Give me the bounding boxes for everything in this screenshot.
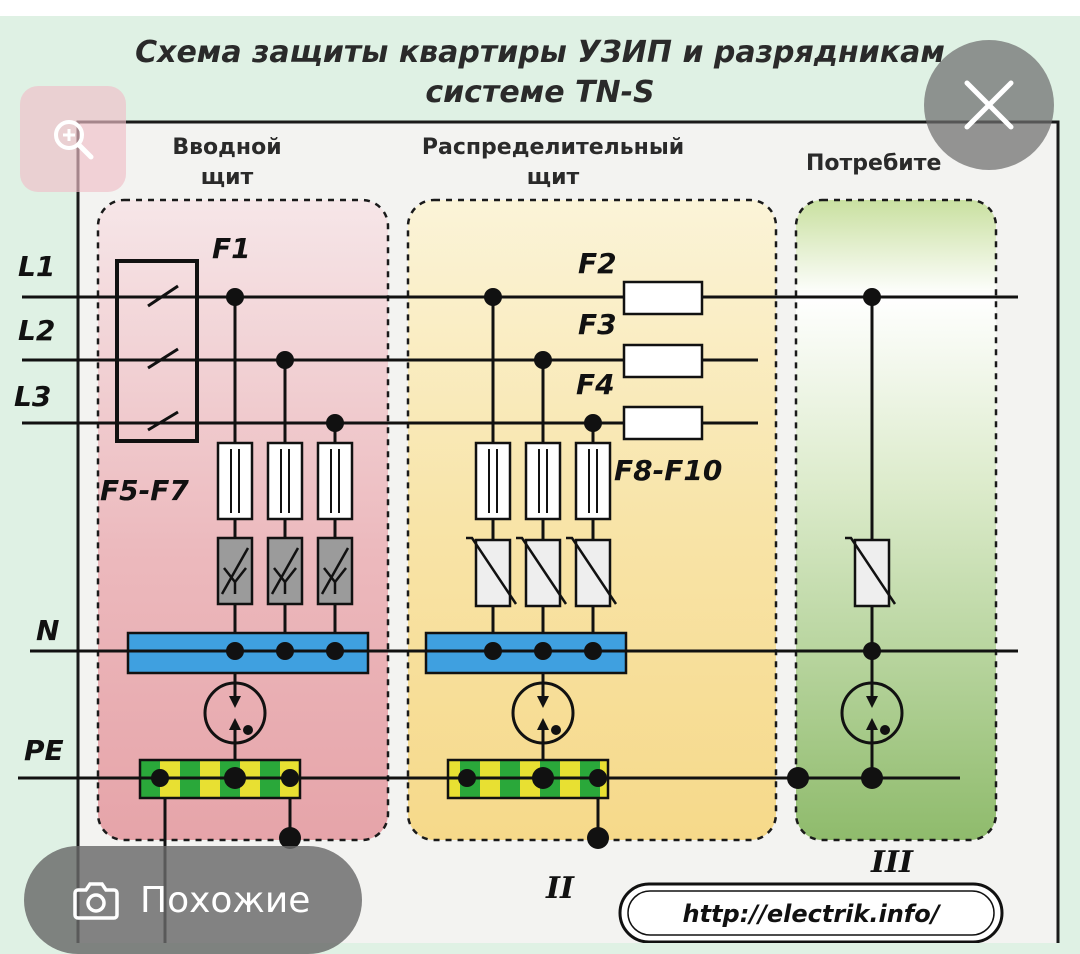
distribution-board-title-2: щит: [527, 165, 580, 190]
label-l3: L3: [14, 380, 51, 413]
url-badge: [618, 882, 1004, 943]
label-l1: L1: [18, 250, 55, 283]
label-l2: L2: [18, 314, 55, 347]
camera-search-icon: [73, 882, 119, 920]
label-f4: F4: [576, 368, 615, 401]
fuses-f2-f4: [622, 280, 704, 441]
arrester-group-f5-f7: [216, 536, 354, 606]
title-line-1: Схема защиты квартиры УЗИП и разрядникам: [135, 35, 945, 70]
zoom-button[interactable]: [20, 86, 126, 192]
zone-consumer: [794, 198, 998, 842]
distribution-board-title-1: Распределительный: [422, 135, 684, 160]
label-n: N: [36, 614, 59, 647]
input-board-title-1: Вводной: [172, 135, 281, 160]
input-board-title-2: щит: [201, 165, 254, 190]
main-switch-f1: [115, 259, 199, 443]
zone-label-ii: II: [545, 871, 575, 906]
label-f8-f10: F8-F10: [614, 454, 722, 487]
close-button[interactable]: [924, 40, 1054, 170]
label-f3: F3: [578, 308, 617, 341]
zone-label-iii: III: [870, 845, 914, 880]
source-url: http://electrik.info/: [683, 900, 942, 928]
consumer-title: Потребите: [806, 151, 941, 176]
label-f1: F1: [212, 232, 251, 265]
label-f5-f7: F5-F7: [100, 474, 189, 507]
close-icon: [964, 80, 1014, 130]
similar-button[interactable]: Похожие: [24, 846, 362, 954]
zoom-in-icon: [54, 120, 94, 160]
similar-label: Похожие: [140, 879, 311, 921]
junction-dots: [151, 288, 883, 849]
top-strip: [0, 0, 1080, 16]
label-pe: PE: [24, 734, 64, 767]
title-line-2: системе TN-S: [425, 75, 654, 110]
label-f2: F2: [578, 247, 617, 280]
